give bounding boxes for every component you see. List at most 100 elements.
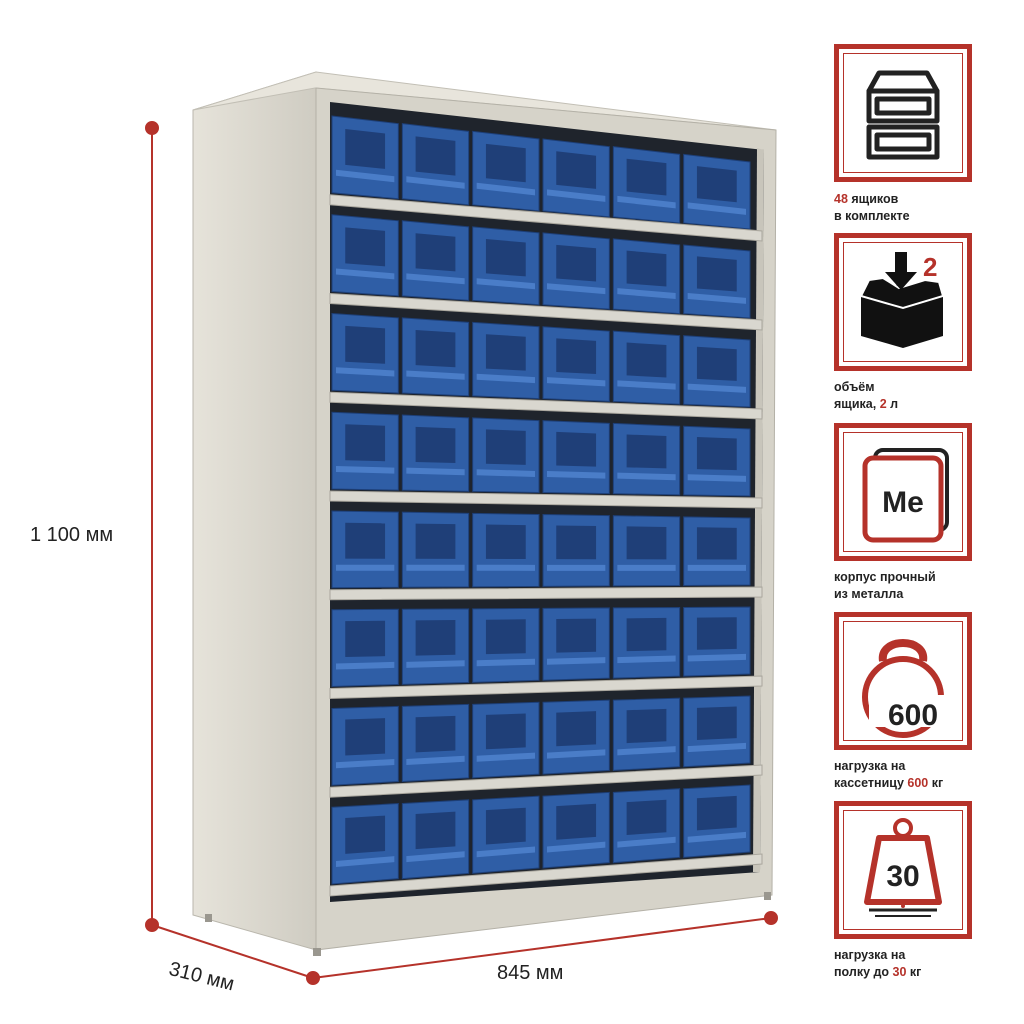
shelf	[329, 675, 763, 700]
storage-bin	[683, 606, 751, 677]
storage-bin	[683, 335, 751, 408]
cabinet-foot	[764, 892, 771, 900]
storage-bin	[331, 115, 399, 200]
caption-text: объём	[834, 380, 875, 394]
storage-bin	[472, 512, 540, 588]
shelf	[329, 194, 763, 242]
storage-bin	[542, 232, 610, 310]
storage-bin	[612, 146, 681, 224]
dimension-lines	[145, 121, 778, 985]
feature-icon-frame: 600	[834, 612, 972, 750]
shelf	[329, 764, 763, 798]
storage-bin	[683, 425, 751, 497]
feature-icon-frame	[834, 44, 972, 182]
storage-bin	[401, 703, 470, 783]
caption-text: ящика,	[834, 397, 880, 411]
storage-bin	[683, 516, 751, 586]
storage-bin	[472, 795, 540, 874]
caption-text: из металла	[834, 587, 904, 601]
storage-bin	[542, 138, 610, 218]
caption-text: в комплекте	[834, 209, 910, 223]
storage-bin	[542, 607, 610, 681]
feature-icon-frame: Me	[834, 423, 972, 561]
storage-bin	[612, 238, 681, 315]
kettlebell-icon: 600	[862, 639, 953, 738]
shelf	[329, 490, 763, 509]
feature-caption: нагрузка на кассетницу 600 кг	[834, 758, 1014, 792]
storage-bin	[612, 422, 681, 496]
storage-bin	[612, 606, 681, 679]
caption-highlight: 48	[834, 192, 848, 206]
storage-bin	[331, 510, 399, 589]
storage-bin	[542, 420, 610, 495]
caption-text: полку до	[834, 965, 893, 979]
storage-bin	[612, 697, 681, 771]
caption-text: корпус прочный	[834, 570, 936, 584]
storage-bin	[683, 153, 751, 230]
storage-bin	[331, 803, 399, 885]
storage-bin	[542, 326, 610, 402]
storage-bin	[683, 695, 751, 768]
shelf	[329, 391, 763, 420]
storage-bin	[401, 220, 470, 301]
storage-bin	[472, 417, 540, 494]
storage-bin	[472, 226, 540, 306]
caption-highlight: 600	[907, 776, 929, 790]
storage-bin	[331, 705, 399, 786]
shelf	[329, 853, 763, 897]
cabinet-foot	[205, 914, 212, 922]
storage-bin	[612, 515, 681, 587]
caption-text: кассетницу	[834, 776, 908, 790]
feature-caption: корпус прочный из металла	[834, 569, 1014, 603]
storage-bin	[472, 607, 540, 683]
storage-bin	[542, 791, 610, 869]
caption-text: кг	[928, 776, 944, 790]
storage-bin	[331, 312, 399, 394]
feature-icon-frame: 30	[834, 801, 972, 939]
cabinet	[192, 71, 777, 956]
storage-bin	[683, 784, 751, 858]
weight-icon: 30	[864, 818, 942, 917]
caption-text: нагрузка на	[834, 759, 906, 773]
shelf-load-number: 30	[886, 860, 919, 893]
height-dimension-label: 1 100 мм	[30, 524, 114, 546]
dimension-marker	[145, 121, 159, 135]
metal-icon: Me	[862, 448, 949, 543]
caption-highlight: 2	[879, 397, 887, 411]
box-volume-icon: 2	[859, 252, 945, 348]
storage-bin	[331, 608, 399, 688]
caption-text: л	[886, 397, 899, 411]
storage-bin	[401, 511, 470, 588]
dimension-marker	[306, 971, 320, 985]
storage-bin	[542, 513, 610, 587]
load-number: 600	[888, 699, 938, 732]
cabinet-side-panel	[192, 71, 317, 951]
feature-caption: нагрузка на полку до 30 кг	[834, 947, 1014, 981]
storage-bin	[331, 411, 399, 491]
dimension-marker	[145, 918, 159, 932]
storage-bin	[472, 321, 540, 400]
shelf	[329, 292, 763, 331]
feature-icon-frame: 2	[834, 233, 972, 371]
storage-bin	[401, 799, 470, 880]
dimension-marker	[764, 911, 778, 925]
bins-layer	[329, 115, 763, 897]
storage-bin	[542, 699, 610, 775]
cabinet-foot	[313, 948, 321, 956]
caption-text: ящиков	[847, 192, 899, 206]
metal-symbol: Me	[882, 486, 924, 519]
storage-bin	[401, 414, 470, 492]
storage-bin	[401, 608, 470, 685]
storage-bin	[472, 130, 540, 212]
storage-bin	[401, 123, 470, 206]
width-dimension-label: 845 мм	[497, 962, 564, 984]
feature-caption: 48 ящиков в комплекте	[834, 191, 1014, 225]
caption-text: кг	[906, 965, 922, 979]
caption-text: нагрузка на	[834, 948, 906, 962]
storage-bin	[683, 244, 751, 319]
storage-bin	[612, 330, 681, 405]
storage-bin	[472, 701, 540, 779]
feature-caption: объём ящика, 2 л	[834, 379, 1014, 413]
volume-number: 2	[923, 252, 937, 282]
